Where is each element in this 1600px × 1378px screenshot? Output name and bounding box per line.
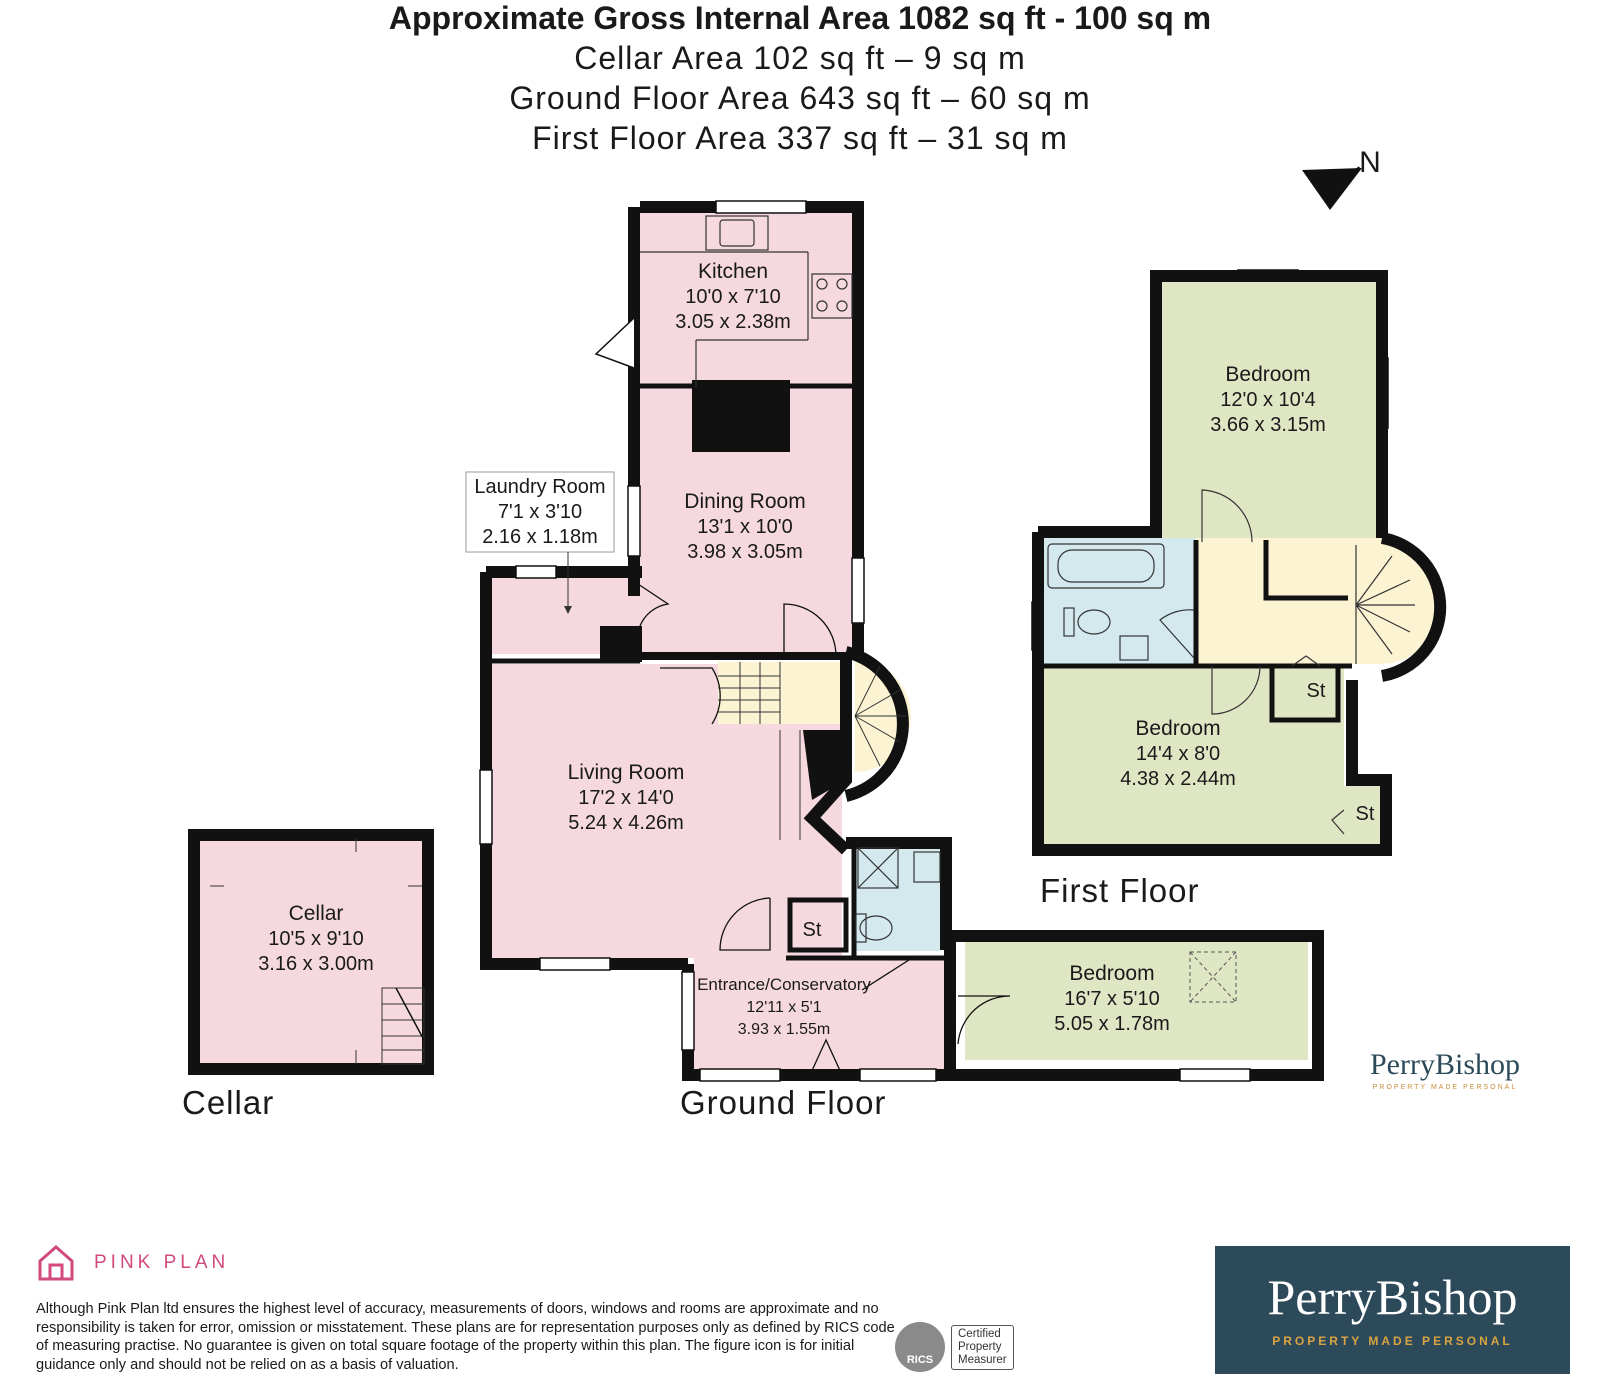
brand-tagline: PROPERTY MADE PERSONAL xyxy=(1272,1334,1513,1348)
ground-stairs xyxy=(718,662,906,840)
house-icon xyxy=(38,1245,74,1281)
store-label-ground: St xyxy=(803,919,822,941)
room-ground-bedroom: Bedroom 16'7 x 5'10 5.05 x 1.78m xyxy=(1054,962,1170,1035)
room-imperial: 12'11 x 5'1 xyxy=(746,999,821,1016)
kitchen-external-door xyxy=(594,317,635,369)
room-imperial: 13'1 x 10'0 xyxy=(697,516,793,538)
rics-badge: RICS Certified Property Measurer xyxy=(895,1322,1014,1372)
rics-line: Certified xyxy=(958,1327,1001,1340)
ground-area-line: Ground Floor Area 643 sq ft – 60 sq m xyxy=(509,80,1091,116)
room-imperial: 10'5 x 9'10 xyxy=(268,928,364,950)
room-living: Living Room 17'2 x 14'0 5.24 x 4.26m xyxy=(568,761,685,834)
rics-mark: RICS xyxy=(895,1322,945,1372)
room-dining: Dining Room 13'1 x 10'0 3.98 x 3.05m xyxy=(684,490,805,563)
brand-tagline: PROPERTY MADE PERSONAL xyxy=(1372,1084,1518,1091)
perrybishop-logo-small: PerryBishop PROPERTY MADE PERSONAL xyxy=(1355,1048,1535,1091)
rics-line: Measurer xyxy=(958,1353,1007,1366)
room-name: Living Room xyxy=(568,761,685,784)
cellar-fill xyxy=(188,829,434,1075)
room-name: Bedroom xyxy=(1135,717,1220,740)
room-name: Entrance/Conservatory xyxy=(697,975,871,994)
store-label-first: St xyxy=(1307,680,1326,702)
chimney-breast xyxy=(692,380,790,452)
stair-pier xyxy=(803,730,846,800)
room-name: Bedroom xyxy=(1225,363,1310,386)
room-imperial: 14'4 x 8'0 xyxy=(1136,743,1220,765)
first-floor-inner-walls xyxy=(1044,540,1352,723)
room-bedroom-1: Bedroom 12'0 x 10'4 3.66 x 3.15m xyxy=(1210,363,1326,436)
ground-spiral-wall xyxy=(844,646,909,802)
compass-label: N xyxy=(1359,146,1381,179)
compass-icon: N xyxy=(1302,146,1381,210)
room-metric: 3.98 x 3.05m xyxy=(687,541,803,563)
skylight xyxy=(1189,951,1237,1003)
room-bedroom-2: Bedroom 14'4 x 8'0 4.38 x 2.44m xyxy=(1120,717,1236,790)
pinkplan-logo: PINK PLAN xyxy=(36,1243,229,1283)
room-metric: 3.93 x 1.55m xyxy=(738,1021,831,1038)
room-metric: 3.16 x 3.00m xyxy=(258,953,374,975)
first-floor-fills xyxy=(1044,282,1443,844)
floor-label-ground: Ground Floor xyxy=(680,1084,886,1121)
room-imperial: 17'2 x 14'0 xyxy=(578,787,674,809)
room-metric: 3.05 x 2.38m xyxy=(675,311,791,333)
room-name: Laundry Room xyxy=(474,476,605,498)
first-area-line: First Floor Area 337 sq ft – 31 sq m xyxy=(532,120,1068,156)
room-name: Cellar xyxy=(289,902,344,925)
room-cellar: Cellar 10'5 x 9'10 3.16 x 3.00m xyxy=(258,902,374,975)
door-swings xyxy=(637,583,1011,1076)
brand-name: PerryBishop xyxy=(1370,1048,1520,1081)
disclaimer-text: Although Pink Plan ltd ensures the highe… xyxy=(36,1301,895,1373)
pinkplan-text: PINK PLAN xyxy=(94,1252,230,1273)
rics-line: Property xyxy=(958,1340,1002,1353)
laundry-chimney xyxy=(600,626,642,662)
shower-room-fittings xyxy=(855,847,941,943)
floor-label-cellar: Cellar xyxy=(182,1084,274,1121)
perrybishop-logo-large: PerryBishop PROPERTY MADE PERSONAL xyxy=(1215,1246,1570,1374)
kitchen-fittings xyxy=(640,215,853,388)
cellar-stairs xyxy=(210,838,425,1065)
first-floor-walls xyxy=(1032,270,1447,856)
brand-name: PerryBishop xyxy=(1267,1269,1518,1325)
room-imperial: 12'0 x 10'4 xyxy=(1220,389,1316,411)
ground-store xyxy=(787,897,849,953)
room-kitchen: Kitchen 10'0 x 7'10 3.05 x 2.38m xyxy=(675,260,791,333)
room-imperial: 10'0 x 7'10 xyxy=(685,286,781,308)
floor-label-first: First Floor xyxy=(1040,872,1200,909)
room-metric: 5.24 x 4.26m xyxy=(568,812,684,834)
room-name: Dining Room xyxy=(684,490,805,513)
room-metric: 5.05 x 1.78m xyxy=(1054,1013,1170,1035)
room-laundry: Laundry Room 7'1 x 3'10 2.16 x 1.18m xyxy=(465,471,615,614)
store-label-first-2: St xyxy=(1356,803,1375,825)
cellar-walls xyxy=(188,829,434,1075)
room-metric: 4.38 x 2.44m xyxy=(1120,768,1236,790)
room-name: Kitchen xyxy=(698,260,768,283)
first-floor-fittings xyxy=(1047,489,1415,835)
room-imperial: 7'1 x 3'10 xyxy=(498,501,582,523)
room-imperial: 16'7 x 5'10 xyxy=(1064,988,1160,1010)
room-name: Bedroom xyxy=(1069,962,1154,985)
ground-floor-fills xyxy=(492,213,1308,1071)
room-metric: 3.66 x 3.15m xyxy=(1210,414,1326,436)
rics-certified-box: Certified Property Measurer xyxy=(951,1324,1014,1370)
room-entrance: Entrance/Conservatory 12'11 x 5'1 3.93 x… xyxy=(697,975,871,1038)
room-metric: 2.16 x 1.18m xyxy=(482,526,598,548)
floor-plan: N Kitchen 10'0 x 7'10 3.05 x 2.38m Dinin… xyxy=(182,146,1447,1121)
gross-area-title: Approximate Gross Internal Area 1082 sq … xyxy=(388,0,1212,36)
cellar-area-line: Cellar Area 102 sq ft – 9 sq m xyxy=(574,40,1026,76)
